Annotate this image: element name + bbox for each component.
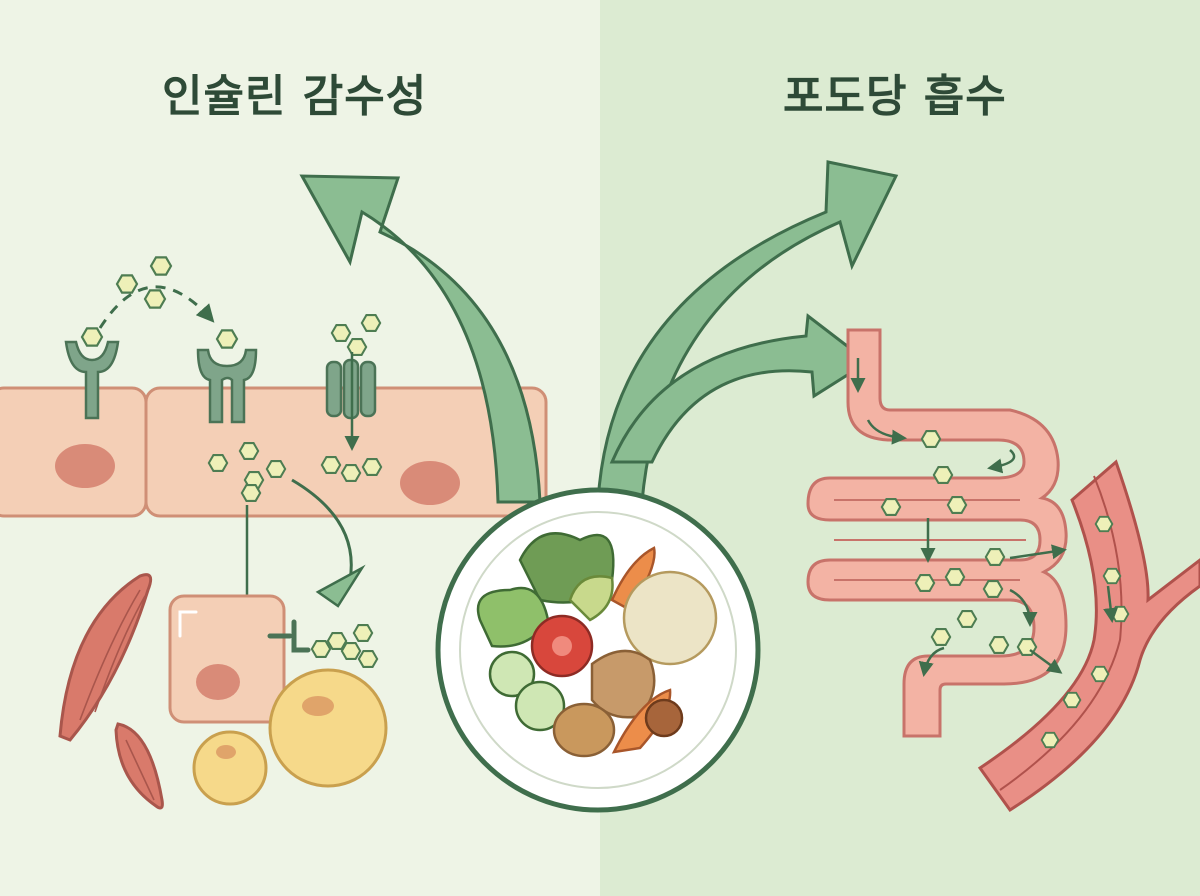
arrow	[1103, 585, 1119, 623]
fat-cell-icon	[192, 668, 388, 806]
dashed-arrow	[98, 285, 215, 329]
muscle-icon	[58, 573, 153, 742]
arrow	[918, 646, 945, 677]
curved-arrow	[291, 478, 353, 581]
arrow	[987, 449, 1016, 474]
arrow	[1029, 648, 1063, 674]
cell-membrane	[0, 386, 548, 518]
arrow	[866, 419, 907, 445]
arrow	[1009, 544, 1067, 560]
insulin-receptor-icon	[196, 348, 258, 424]
glucose-absorption-title: 포도당 흡수	[783, 71, 1007, 122]
arrow-to-intestine	[609, 313, 871, 464]
big-arrow-to-insulin-sensitivity	[299, 174, 542, 504]
nucleus	[400, 461, 460, 505]
muscle-icon	[114, 722, 164, 810]
target-cell	[168, 594, 311, 724]
insulin-receptor-icon	[64, 340, 120, 420]
arrow	[1009, 588, 1038, 627]
insulin-sensitivity-title: 인슐린 감수성	[162, 71, 428, 122]
curved-arrow-head	[315, 564, 366, 608]
food-plate-icon	[435, 487, 761, 813]
nucleus	[55, 444, 115, 488]
